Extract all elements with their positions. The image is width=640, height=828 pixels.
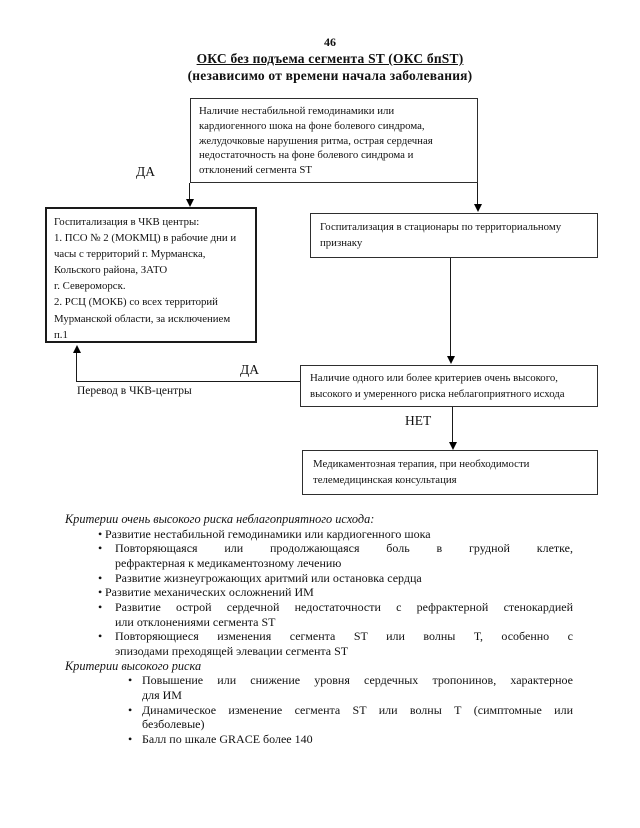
list-item: • Балл по шкале GRACE более 140 [65,732,573,747]
list-item-text: Развитие жизнеугрожающих аритмий или ост… [115,570,422,585]
flow-box-instability-criteria: Наличие нестабильной гемодинамики или ка… [190,98,478,183]
list-item: • Повышение или снижение уровня сердечных… [65,673,573,702]
connector-middle-to-bottom-line [452,407,453,443]
bullet-icon: • [128,673,133,688]
list-item-text: Динамическое изменение сегмента ST или в… [142,702,573,732]
criteria-block: Критерии очень высокого риска неблагопри… [65,512,573,747]
list-item: •Развитие нестабильной гемодинамики или … [65,527,573,542]
flow-box-territorial-hospital: Госпитализация в стационары по территори… [310,213,598,258]
list-item-text: Повышение или снижение уровня сердечных … [142,673,573,702]
page-title: ОКС без подъема сегмента ST (ОКС бпST) [196,51,464,66]
criteria-list-very-high-risk: •Развитие нестабильной гемодинамики или … [65,527,573,659]
list-item-text: Повторяющиеся изменения сегмента ST или … [115,629,573,658]
arrow-down-icon [186,199,194,207]
criteria-header-high-risk: Критерии высокого риска [65,658,202,673]
list-item: • Развитие жизнеугрожающих аритмий или ос… [65,571,573,586]
connector-right-to-middle-line [450,258,451,358]
arrow-down-icon [449,442,457,450]
connector-middle-to-left-hline [77,381,300,382]
arrow-down-icon [447,356,455,364]
bullet-icon: • [98,629,103,644]
page-number: 46 [324,35,336,49]
list-item: • Развитие острой сердечной недостаточнос… [65,600,573,629]
list-item: • Динамическое изменение сегмента ST или … [65,703,573,732]
flow-box-pci-centers: Госпитализация в ЧКВ центры: 1. ПСО № 2 … [45,207,257,343]
list-item-text: Развитие механических осложнений ИМ [105,585,314,600]
bullet-icon: • [98,570,103,585]
list-item-text: Развитие нестабильной гемодинамики или к… [105,526,431,541]
list-item: •Развитие механических осложнений ИМ [65,585,573,600]
bullet-icon: • [98,599,103,614]
list-item: • Повторяющаяся или продолжающаяся боль в… [65,541,573,570]
edge-label-no: НЕТ [405,413,432,428]
flow-box-medication-therapy: Медикаментозная терапия, при необходимос… [302,450,598,495]
flow-box-text: Госпитализация в стационары по территори… [320,221,562,249]
flow-box-text: Наличие нестабильной гемодинамики или ка… [199,105,433,177]
list-item-text: Развитие острой сердечной недостаточност… [115,599,573,629]
connector-top-to-left-line [189,183,190,200]
edge-label-yes-middle: ДА [240,362,259,377]
criteria-header-very-high-risk: Критерии очень высокого риска неблагопри… [65,512,375,526]
bullet-icon: • [128,702,133,717]
criteria-list-high-risk: • Повышение или снижение уровня сердечных… [65,673,573,746]
flow-box-risk-criteria: Наличие одного или более критериев очень… [300,365,598,407]
bullet-icon: • [98,585,103,600]
edge-label-transfer: Перевод в ЧКВ-центры [77,385,192,397]
page-subtitle: (независимо от времени начала заболевани… [187,68,473,83]
list-item-text: Повторяющаяся или продолжающаяся боль в … [115,541,573,570]
bullet-icon: • [98,526,103,541]
connector-middle-to-left-vline [76,352,77,382]
arrow-up-icon [73,345,81,353]
list-item-text: Балл по шкале GRACE более 140 [142,731,313,746]
flow-box-text: Медикаментозная терапия, при необходимос… [313,458,530,486]
list-item: • Повторяющиеся изменения сегмента ST или… [65,629,573,658]
flow-box-text: Наличие одного или более критериев очень… [310,372,565,400]
bullet-icon: • [98,541,103,556]
connector-top-to-right-line [477,183,478,205]
flow-box-text: Госпитализация в ЧКВ центры: 1. ПСО № 2 … [54,216,237,341]
arrow-down-icon [474,204,482,212]
bullet-icon: • [128,731,133,746]
edge-label-yes-top: ДА [136,164,155,179]
